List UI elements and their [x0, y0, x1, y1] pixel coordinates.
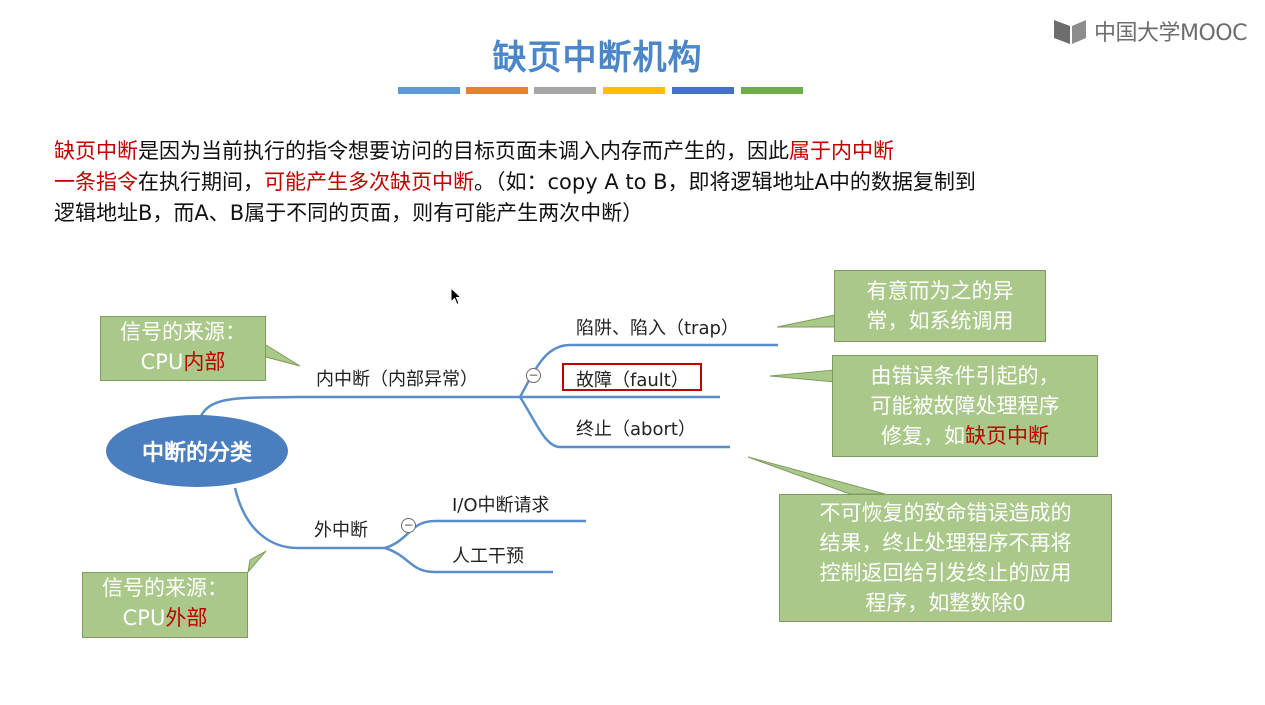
connector-root-external: [233, 487, 299, 550]
callout-external-source: 信号的来源： CPU外部: [82, 572, 248, 638]
pointer-abort: [747, 456, 886, 495]
io-interrupt-label: I/O中断请求: [452, 495, 550, 516]
callout-internal-source: 信号的来源： CPU内部: [100, 316, 266, 381]
mouse-cursor-icon: [451, 288, 463, 306]
title-bar-gray: [534, 87, 596, 94]
title-bar-darkblue: [672, 87, 734, 94]
pointer-fault: [769, 369, 836, 383]
pointer-internal: [261, 344, 301, 367]
body-text: 在执行期间，: [138, 170, 264, 194]
connector-manual: [384, 546, 436, 574]
title-bar-blue: [398, 87, 460, 94]
paragraph-line-3: 逻辑地址B，而A、B属于不同的页面，则有可能产生两次中断）: [54, 201, 644, 225]
paragraph-line-2: 一条指令在执行期间，可能产生多次缺页中断。（如：copy A to B，即将逻辑…: [54, 167, 976, 197]
highlight-text: 可能产生多次缺页中断: [264, 170, 474, 194]
body-text: 是因为当前执行的指令想要访问的目标页面未调入内存而产生的，因此: [138, 139, 789, 163]
mooc-logo-icon: [1054, 20, 1086, 44]
title-bar-yellow: [603, 87, 665, 94]
connector-trap: [518, 343, 571, 398]
trap-label: 陷阱、陷入（trap）: [576, 318, 739, 339]
collapse-external-icon[interactable]: −: [401, 518, 416, 533]
paragraph-line-1: 缺页中断是因为当前执行的指令想要访问的目标页面未调入内存而产生的，因此属于内中断: [54, 136, 894, 166]
abort-label: 终止（abort）: [576, 419, 696, 440]
collapse-internal-icon[interactable]: −: [526, 368, 541, 383]
external-interrupt-label: 外中断: [314, 520, 368, 541]
connector-abort: [518, 396, 561, 449]
mooc-logo: 中国大学MOOC: [1052, 14, 1247, 48]
slide-title: 缺页中断机构: [492, 38, 703, 78]
logo-text: 中国大学MOOC: [1094, 21, 1247, 46]
title-bar-orange: [466, 87, 528, 94]
callout-fault: 由错误条件引起的， 可能被故障处理程序 修复，如缺页中断: [832, 355, 1098, 457]
callout-trap: 有意而为之的异 常，如系统调用: [834, 270, 1046, 342]
pointer-trap: [776, 314, 836, 328]
manual-intervention-label: 人工干预: [452, 546, 524, 567]
highlight-text: 一条指令: [54, 170, 138, 194]
callout-abort: 不可恢复的致命错误造成的 结果，终止处理程序不再将 控制返回给引发终止的应用 程…: [779, 494, 1112, 622]
title-bar-green: [741, 87, 803, 94]
root-node: 中断的分类: [106, 415, 288, 487]
fault-label: 故障（fault）: [576, 370, 689, 391]
fault-highlight-box: [562, 363, 702, 391]
highlight-text: 属于内中断: [789, 139, 894, 163]
connector-root-internal: [198, 395, 299, 419]
highlight-text: 缺页中断: [54, 139, 138, 163]
body-text: 。（如：copy A to B，即将逻辑地址A中的数据复制到: [474, 170, 976, 194]
pointer-external: [247, 550, 267, 574]
internal-interrupt-label: 内中断（内部异常）: [316, 369, 478, 390]
